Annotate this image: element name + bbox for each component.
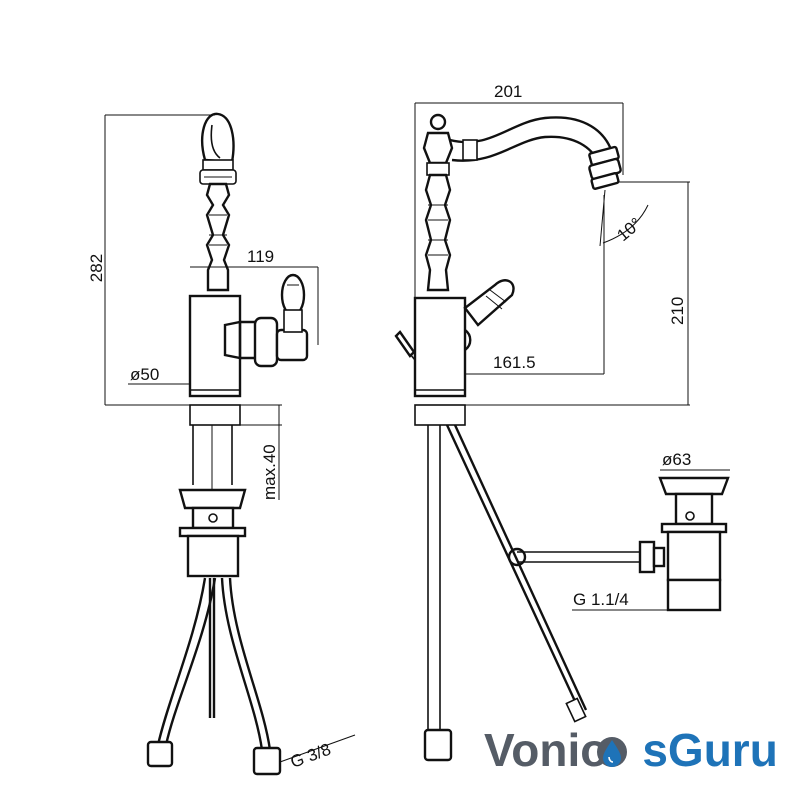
front-view: 282 119 ø50 max.40	[87, 112, 356, 776]
dim-210: 210	[668, 297, 687, 325]
dim-o63: ø63	[662, 450, 691, 469]
dim-161-5: 161.5	[493, 353, 536, 372]
dim-o50: ø50	[130, 365, 159, 384]
dim-201: 201	[494, 82, 522, 101]
side-view: 201 210 10° 161.5	[394, 82, 730, 762]
brand-text-part1: Vonio	[484, 724, 608, 776]
dim-max40: max.40	[260, 444, 279, 500]
brand-logo: Vonio sGuru	[484, 724, 778, 776]
dim-angle: 10°	[613, 214, 645, 245]
water-drop-icon	[597, 737, 627, 767]
dim-282: 282	[87, 254, 106, 282]
dim-g114: G 1.1/4	[573, 590, 629, 609]
dim-g38: G 3/8	[288, 740, 334, 772]
dim-119: 119	[247, 247, 274, 266]
brand-text-part2: sGuru	[642, 724, 777, 776]
